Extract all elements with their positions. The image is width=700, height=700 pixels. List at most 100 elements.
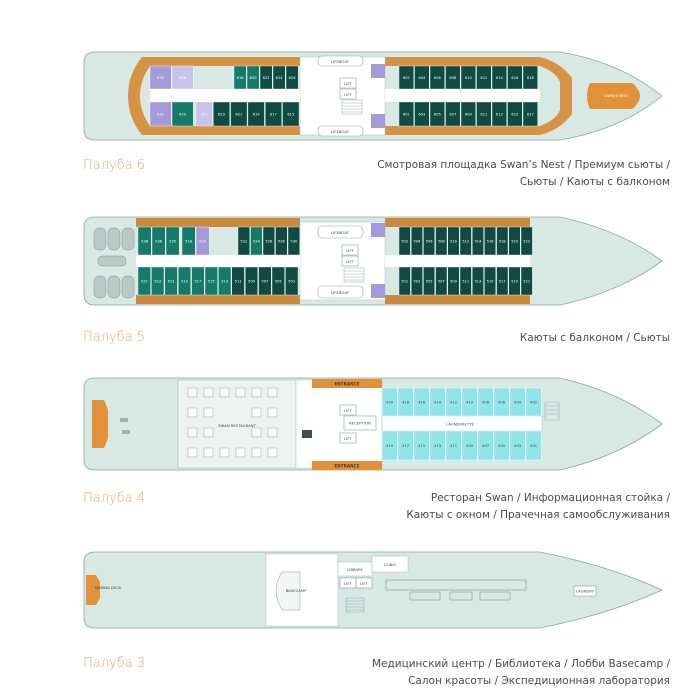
deck-3-plan: MARINA DECK BASECAMP LIBRARY CLINIC LIFT… [83, 551, 663, 629]
deck-6-description-line-1: Смотровая площадка Swan’s Nest / Премиум… [377, 159, 670, 171]
deck-6-lift [339, 77, 357, 89]
deck4-cabin-label: 414 [434, 400, 442, 404]
restaurant-table [251, 427, 262, 438]
deck6-cabin-label: 603 [418, 112, 425, 116]
restaurant-table [187, 427, 198, 438]
deck-3-lift-2-label: LIFT [360, 581, 368, 586]
deck4-cabin-408 [477, 387, 494, 417]
deck-5-lift-2-label: LIFT [346, 259, 354, 264]
deck-4-description-line-1: Ресторан Swan / Информационная стойка / [430, 492, 670, 504]
restaurant-table [203, 387, 214, 398]
deck-6-description-line-2: Сьюты / Каюты с балконом [519, 176, 670, 188]
deck-4-lift [339, 404, 357, 416]
deck-4-lift-2-label: LIFT [344, 436, 352, 441]
deck4-cabin-label: 410 [466, 400, 474, 404]
deck4-cabin-label: 418 [402, 400, 410, 404]
deck5-cabin-label: 518 [499, 239, 507, 243]
deck6-suite-block [371, 114, 385, 128]
deck4-cabin-416 [413, 387, 430, 417]
deck-5-lift-2 [341, 255, 359, 267]
deck5-cabin-label: 501 [401, 279, 408, 283]
deck5-cabin-label: 516 [487, 239, 495, 243]
deck5-cabin-label: 510 [450, 239, 458, 243]
restaurant-table [203, 407, 214, 418]
deck-4-stern-fittings [120, 418, 130, 434]
deck6-cabin-label: 624 [276, 76, 284, 80]
restaurant-table [187, 387, 198, 398]
wc-sign [302, 430, 312, 438]
deck6-cabin-label: 609 [465, 112, 473, 116]
deck5-cabin-label: 521 [523, 279, 530, 283]
laundry-label: LAUNDRY [576, 589, 595, 594]
deck-6-title: Палуба 6 [83, 158, 146, 173]
restaurant-tables [187, 387, 278, 458]
deck-6-lifeboat-top [317, 55, 364, 67]
restaurant-table [187, 407, 198, 418]
restaurant-table [203, 427, 214, 438]
deck5-cabin-label: 512 [462, 239, 469, 243]
deck5-cabin-label: 506 [426, 239, 434, 243]
deck4-cabin-label: 402 [530, 400, 537, 404]
deck-3-lift-2 [355, 577, 373, 589]
basecamp-lobby [275, 571, 301, 611]
deck-4-stern-deck [92, 400, 108, 448]
deck6-cabin-label: 607 [449, 112, 456, 116]
deck6-cabin-label: 621 [235, 112, 242, 116]
deck5-cabin-label: 508 [438, 239, 446, 243]
entrance-bottom-label: ENTRANCE [334, 464, 359, 469]
deck6-cabin-label: 618 [237, 76, 245, 80]
deck-6-lifeboat-bottom-label: LIFEBOAT [331, 129, 350, 134]
deck6-cabin-label: 608 [449, 76, 457, 80]
deck-5-fwd-rail-top [385, 218, 530, 227]
restaurant-table [187, 447, 198, 458]
deck-5-lift-label: LIFT [346, 248, 354, 253]
deck6-cabin-label: 625 [201, 112, 208, 116]
basecamp-label: BASECAMP [286, 588, 308, 593]
deck5-cabin-label: 524 [253, 239, 261, 243]
deck4-cabin-label: 413 [434, 444, 441, 448]
deck-6-lifeboat-bottom [317, 125, 364, 137]
zodiac-boats [93, 227, 135, 299]
restaurant-table [267, 447, 278, 458]
deck6-cabin-label: 612 [480, 76, 487, 80]
deck6-cabin-label: 602 [403, 76, 410, 80]
deck5-cabin-label: 514 [474, 239, 482, 243]
deck4-cabin-406 [493, 387, 510, 417]
deck4-cabin-419 [381, 430, 398, 461]
deck-3-lift-label: LIFT [344, 581, 352, 586]
deck6-cabin-label: 614 [496, 76, 504, 80]
deck4-cabin-412 [445, 387, 462, 417]
deck-5-lifeboat-bottom [317, 285, 364, 299]
deck5-cabin-label: 525 [141, 279, 148, 283]
deck-5-lifeboat-bottom-label: LIFEBOAT [331, 290, 350, 295]
deck4-cabin-label: 405 [498, 444, 505, 448]
deck5-cabin-label: 528 [278, 239, 286, 243]
deck6-suite-label: 630 [157, 76, 165, 80]
deck-6-lift-2 [339, 88, 357, 100]
deck6-cabin-label: 616 [511, 76, 519, 80]
deck6-suite-block [371, 64, 385, 78]
swans-nest [587, 83, 640, 109]
deck6-cabin-label: 606 [434, 76, 442, 80]
restaurant-table [251, 407, 262, 418]
deck5-cabin-label: 517 [499, 279, 506, 283]
restaurant-table [235, 447, 246, 458]
deck-3-stairs [345, 597, 365, 613]
deck5-cabin-label: 518 [185, 239, 193, 243]
laundry [573, 585, 597, 597]
entrance-top-label: ENTRANCE [334, 382, 359, 387]
deck-5-description-line-1: Каюты с балконом / Сьюты [519, 332, 670, 344]
deck5-cabin-label: 536 [155, 239, 163, 243]
restaurant-table [267, 427, 278, 438]
deck6-cabin-label: 619 [253, 112, 261, 116]
deck4-cabin-410 [461, 387, 478, 417]
deck5-suite-block [371, 284, 385, 298]
deck4-cabin-label: 404 [514, 400, 522, 404]
deck-5-fwd-rail-bottom [385, 295, 530, 304]
deck-6-fwd-corridor [385, 89, 540, 102]
deck5-cabin-label: 505 [426, 279, 433, 283]
deck6-suite-label: 629 [179, 112, 187, 116]
deck6-suite-label: 628 [179, 76, 187, 80]
deck4-cabin-418 [397, 387, 414, 417]
